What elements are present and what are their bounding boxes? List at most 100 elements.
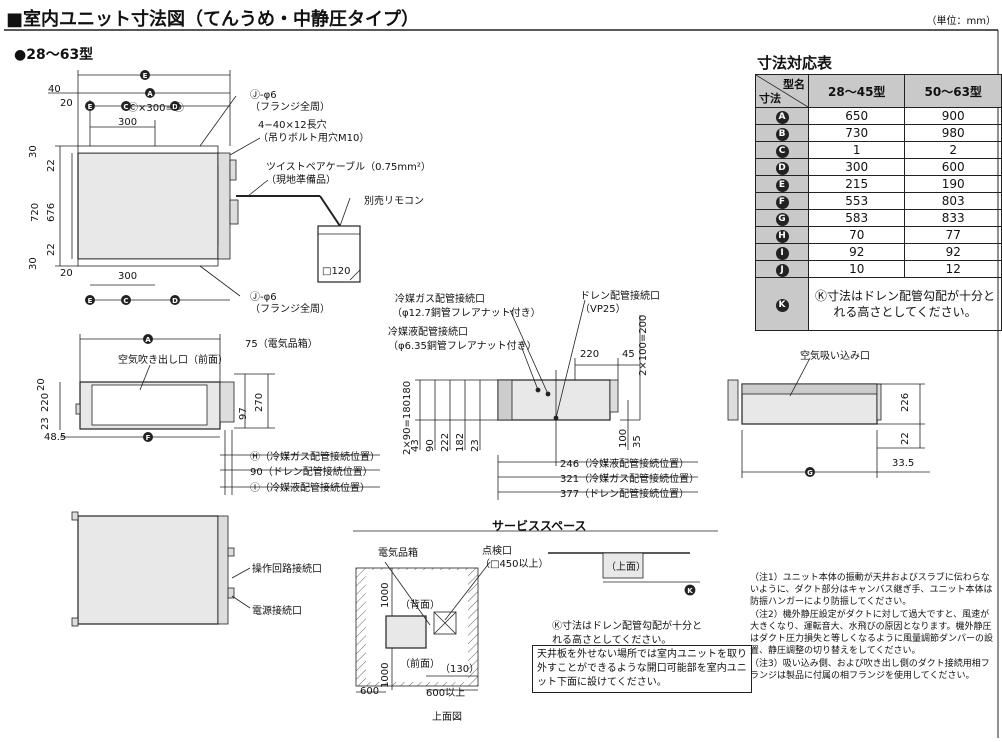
cell: 833 <box>904 209 1002 227</box>
cell: 803 <box>904 192 1002 210</box>
cell: 583 <box>807 209 906 227</box>
dim-676: 676 <box>46 202 57 222</box>
cell: 1 <box>807 141 906 159</box>
note-1: （注1）ユニット本体の振動が天井およびスラブに伝わらないように、ダクト部分はキャ… <box>750 573 993 607</box>
row-marker: H <box>775 230 789 243</box>
dim-600-over: 600以上 <box>426 688 466 699</box>
row-marker: D <box>775 162 789 175</box>
row-marker: I <box>775 247 789 260</box>
pos-321: 321（冷媒ガス配管接続位置） <box>560 474 700 485</box>
cell: 900 <box>904 107 1002 125</box>
dim-130: （130） <box>440 664 480 675</box>
svg-text:E: E <box>143 72 148 80</box>
j-phi6-top: Ⓙ-φ6 <box>250 90 277 101</box>
svg-text:C: C <box>123 297 128 305</box>
elec-box-label: 電気品箱 <box>378 548 418 559</box>
svg-text:D: D <box>172 103 178 111</box>
note-2: （注2）機外静圧設定がダクトに対して過大ですと、風速が大きくなり、運転音大、水飛… <box>750 610 994 656</box>
gas-conn-label: 冷媒ガス配管接続口 <box>395 294 485 305</box>
gas-spec-label: （φ12.7銅管フレアナット付き） <box>392 308 541 319</box>
dim-226: 226 <box>900 392 911 412</box>
power-conn-label: 電源接続口 <box>252 606 302 617</box>
dim-23-side: 23 <box>470 439 481 452</box>
svg-text:K: K <box>687 587 693 595</box>
front-view <box>59 334 380 495</box>
dim-23-front: 23 <box>40 417 51 430</box>
dim-33-5: 33.5 <box>892 458 915 469</box>
cell: 600 <box>904 158 1002 176</box>
dim-220-front: 220 <box>40 392 51 412</box>
row-marker: K <box>775 299 789 312</box>
air-inlet-label: 空気吸い込み口 <box>800 351 870 362</box>
drain-spec-label: （VP25） <box>580 304 626 315</box>
service-k-note: Ⓚ寸法はドレン配管勾配が十分とれる高さとしてください。 <box>552 621 702 646</box>
model-range-label: ●28〜63型 <box>14 47 94 63</box>
row-marker: F <box>775 196 789 209</box>
dim-35-side: 35 <box>632 435 643 448</box>
i-liquid-pos: Ⓘ（冷媒液配管接続位置） <box>250 483 370 494</box>
dim-720: 720 <box>30 202 41 222</box>
unit-label: （単位：mm） <box>926 16 996 27</box>
dim-600: 600 <box>360 686 380 697</box>
pos-377: 377（ドレン配管接続位置） <box>560 489 690 500</box>
row-marker: B <box>775 128 789 141</box>
air-outlet-label: 空気吹き出し口（前面） <box>118 355 228 366</box>
dim-90-side: 90 <box>425 439 436 452</box>
dim-40: 40 <box>48 84 61 95</box>
pos-246: 246（冷媒液配管接続位置） <box>560 459 690 470</box>
c300d-top: Ⓒ×300=Ⓓ <box>128 103 184 114</box>
dim-22-back: 22 <box>900 432 911 445</box>
cell: 980 <box>904 124 1002 142</box>
cell: 215 <box>807 175 906 193</box>
cell: 12 <box>904 260 1002 278</box>
h-gas-pos: Ⓗ（冷媒ガス配管接続位置） <box>250 452 380 463</box>
table-corner: 型名 寸法 <box>755 74 809 108</box>
dim-20-front: 20 <box>36 378 47 391</box>
cell: 553 <box>807 192 906 210</box>
back-view <box>727 357 930 478</box>
corner-bottom: 寸法 <box>759 92 781 105</box>
svg-text:A: A <box>147 90 153 98</box>
cable-label: ツイストペアケーブル（0.75mm²） <box>266 162 431 173</box>
top-view-label: 上面図 <box>432 712 462 723</box>
liq-conn-label: 冷媒液配管接続口 <box>388 327 468 338</box>
dim-222: 222 <box>440 432 451 452</box>
table-row: K Ⓚ寸法はドレン配管勾配が十分とれる高さとしてください。 <box>755 277 1002 331</box>
cell: 92 <box>807 243 906 261</box>
page-title: ■室内ユニット寸法図（てんうめ・中静圧タイプ） <box>6 9 420 30</box>
flange-top: （フランジ全周） <box>250 102 330 113</box>
control-conn-label: 操作回路接続口 <box>252 564 322 575</box>
dim-22a: 22 <box>46 159 57 172</box>
dim-22b: 22 <box>46 243 57 256</box>
svg-text:F: F <box>146 434 151 442</box>
service-space-title: サービススペース <box>492 519 587 533</box>
bolt-label: （吊りボルト用穴M10） <box>258 133 370 144</box>
notes: （注1）ユニット本体の振動が天井およびスラブに伝わらないように、ダクト部分はキャ… <box>750 572 995 683</box>
dim-30b: 30 <box>28 257 39 270</box>
top-view-markers: E A E C D E C D <box>85 70 180 305</box>
dim-220-side: 220 <box>580 349 600 360</box>
dim-1000a: 1000 <box>380 582 391 608</box>
front-label: （前面） <box>400 659 440 670</box>
ceiling-note: 天井板を外せない場所では室内ユニットを取り外すことができるような開口可能部を室内… <box>532 645 752 693</box>
liq-spec-label: （φ6.35銅管フレアナット付き） <box>388 341 537 352</box>
remocon-size: □120 <box>322 266 351 277</box>
inspection-size: （□450以上） <box>480 559 549 570</box>
k-note-cell: Ⓚ寸法はドレン配管勾配が十分とれる高さとしてください。 <box>808 277 1002 331</box>
dim-182: 182 <box>455 432 466 452</box>
back-label: （背面） <box>400 600 440 611</box>
col-header-2: 50〜63型 <box>904 74 1002 108</box>
cell: 77 <box>904 226 1002 244</box>
col-header-1: 28〜45型 <box>807 74 906 108</box>
drain-conn-label: ドレン配管接続口 <box>580 291 660 302</box>
row-marker: J <box>775 264 789 277</box>
row-marker: A <box>775 111 789 124</box>
corner-top: 型名 <box>783 78 805 91</box>
